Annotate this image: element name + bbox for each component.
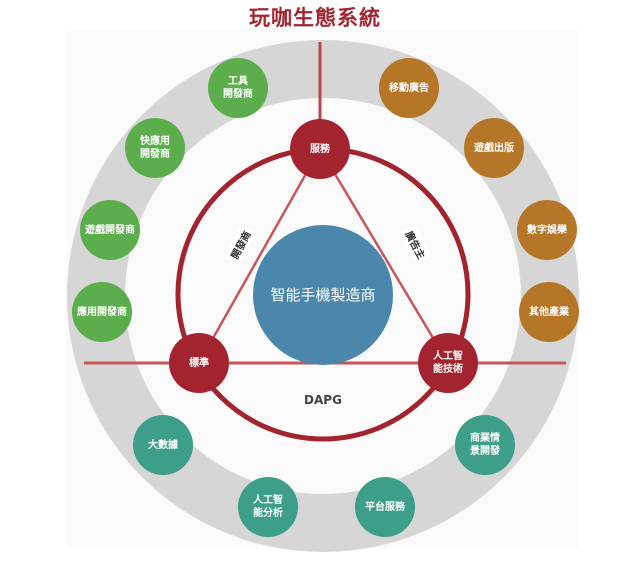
node-tool-developers: 工具 開發商 (208, 58, 268, 118)
node-game-publishing: 遊戲出版 (464, 118, 524, 178)
node-platform-services: 平台服務 (355, 477, 415, 537)
center-node-smartphone-makers: 智能手機製造商 (253, 225, 393, 365)
node-digital-entertainment: 數字娛樂 (517, 200, 577, 260)
diagram-title: 玩咖生態系統 (249, 6, 381, 30)
core-node-service: 服務 (290, 119, 350, 179)
core-node-standard: 標準 (169, 333, 229, 393)
node-ai-analytics: 人工智 能分析 (238, 477, 298, 537)
edge-label-dapg: DAPG (304, 393, 342, 407)
node-app-developers: 應用開發商 (72, 282, 132, 342)
node-game-developers: 遊戲開發商 (80, 200, 140, 260)
node-business-scenarios: 商業情 景開發 (455, 415, 515, 475)
node-mobile-ads: 移動廣告 (379, 58, 439, 118)
core-node-ai-tech: 人工智 能技術 (418, 333, 478, 393)
node-quickapp-developers: 快應用 開發商 (125, 118, 185, 178)
node-other-industries: 其他產業 (519, 282, 579, 342)
node-big-data: 大數據 (133, 415, 193, 475)
